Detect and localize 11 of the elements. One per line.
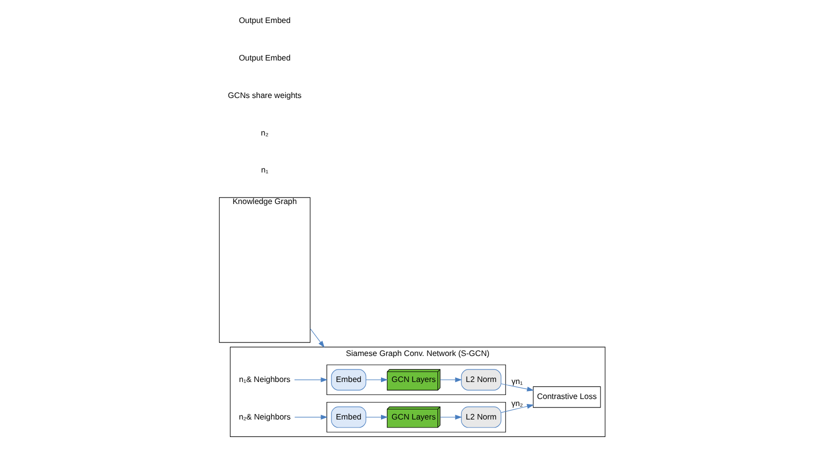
arrow bbox=[500, 383, 534, 392]
arrow bbox=[365, 377, 388, 382]
arrow bbox=[294, 414, 328, 420]
cluster bbox=[326, 364, 506, 396]
arrow bbox=[365, 414, 388, 420]
arrow bbox=[439, 377, 462, 382]
arrow bbox=[310, 328, 324, 348]
arrow bbox=[439, 414, 462, 420]
cluster bbox=[326, 402, 506, 432]
arrow bbox=[294, 377, 328, 382]
arrow bbox=[500, 404, 534, 413]
